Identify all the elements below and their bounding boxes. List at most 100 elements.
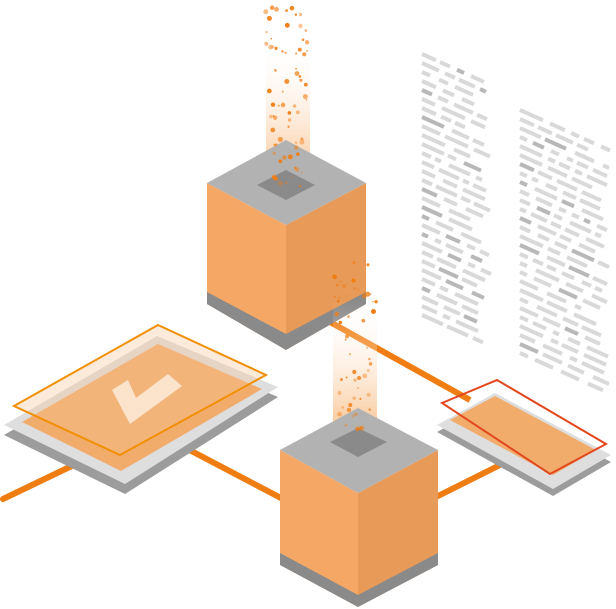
code-line-dash: [519, 270, 528, 277]
code-line-dash: [470, 74, 485, 84]
data-particle: [295, 110, 300, 115]
code-line-dash: [574, 168, 583, 176]
code-line-dash: [436, 292, 458, 306]
data-particle: [266, 15, 272, 21]
code-line-dash: [421, 70, 431, 78]
code-line-dash: [435, 220, 454, 232]
check-icon: [112, 374, 182, 424]
code-line-dash: [519, 108, 544, 123]
data-particle: [356, 288, 360, 291]
data-particle: [287, 111, 292, 115]
code-line-dash: [547, 246, 561, 256]
data-particle: [345, 376, 348, 379]
code-line-dash: [421, 196, 441, 208]
code-line-dash: [558, 161, 571, 171]
code-line-dash: [438, 266, 459, 280]
code-line-dash: [421, 205, 443, 218]
code-line-dash: [534, 186, 558, 201]
code-line-dash: [560, 369, 580, 382]
data-particle: [356, 375, 362, 381]
code-line-dash: [586, 345, 609, 359]
code-line-dash: [545, 182, 558, 192]
data-particle: [294, 71, 300, 77]
data-particle: [339, 280, 342, 283]
code-line-dash: [519, 153, 543, 167]
code-line-dash: [462, 187, 486, 202]
data-particle: [342, 284, 346, 288]
code-line-dash: [440, 114, 452, 123]
code-line-dash: [556, 178, 578, 192]
code-line-dash: [473, 147, 491, 159]
code-line-dash: [542, 343, 563, 356]
data-particle: [300, 137, 304, 141]
code-line-dash: [569, 220, 592, 234]
data-particle: [361, 293, 367, 299]
code-line-dash: [519, 261, 528, 268]
data-particle: [337, 299, 340, 303]
code-line-dash: [421, 304, 438, 315]
data-particle: [337, 411, 342, 417]
code-line-dash: [460, 231, 482, 245]
code-line-dash: [536, 205, 551, 216]
code-line-dash: [567, 363, 585, 375]
code-line-dash: [578, 242, 596, 254]
code-line-dash: [442, 178, 458, 189]
data-particle: [370, 308, 377, 315]
data-particle: [347, 315, 350, 318]
data-particle: [366, 368, 370, 373]
data-particle: [277, 180, 283, 186]
code-line-dash: [456, 67, 465, 75]
code-line-dash: [421, 52, 437, 63]
code-line-dash: [550, 221, 562, 230]
data-particle: [303, 82, 308, 87]
code-line-dash: [546, 300, 568, 313]
smartphone-icon: [437, 378, 611, 496]
data-particle: [305, 49, 309, 52]
code-line-dash: [576, 142, 589, 152]
code-line-dash: [594, 231, 602, 239]
code-line-dash: [519, 333, 536, 344]
code-line-dash: [421, 106, 437, 117]
code-line-dash: [583, 352, 607, 367]
code-line-dash: [546, 255, 566, 268]
code-line-dash: [421, 97, 436, 107]
code-line-dash: [454, 292, 479, 307]
code-line-dash: [462, 268, 486, 283]
code-line-dash: [473, 201, 491, 213]
data-particle: [302, 52, 307, 57]
code-line-dash: [567, 336, 581, 346]
data-particle: [368, 357, 371, 361]
code-line-dash: [462, 178, 470, 185]
data-particle: [295, 52, 298, 55]
code-line-dash: [480, 267, 492, 276]
code-line-dash: [421, 232, 429, 239]
code-line-dash: [519, 297, 529, 305]
code-line-dash: [519, 324, 544, 339]
data-particle: [333, 295, 336, 298]
code-line-dash: [421, 214, 430, 221]
code-line-dash: [519, 207, 527, 214]
code-line-dash: [561, 199, 575, 209]
code-line-dash: [533, 276, 552, 288]
code-line-dash: [531, 176, 539, 183]
code-line-dash: [571, 248, 595, 263]
code-line-dash: [421, 61, 440, 73]
data-particle: [277, 104, 280, 107]
code-line-dash: [579, 198, 601, 211]
code-line-dash: [472, 336, 484, 345]
code-line-dash: [443, 305, 461, 316]
code-line-dash: [471, 290, 485, 300]
data-particle: [274, 69, 277, 72]
data-particle: [336, 283, 339, 287]
code-line-dash: [537, 233, 550, 242]
code-line-dash: [479, 87, 487, 94]
data-particle: [287, 118, 292, 122]
data-particle: [274, 176, 278, 181]
code-line-dash: [550, 338, 559, 345]
data-particle: [352, 396, 356, 400]
data-particle: [298, 185, 301, 188]
data-particle: [269, 114, 273, 119]
data-particle: [366, 291, 369, 294]
cube-cap-hole: [330, 428, 387, 457]
code-line-dash: [562, 190, 577, 201]
